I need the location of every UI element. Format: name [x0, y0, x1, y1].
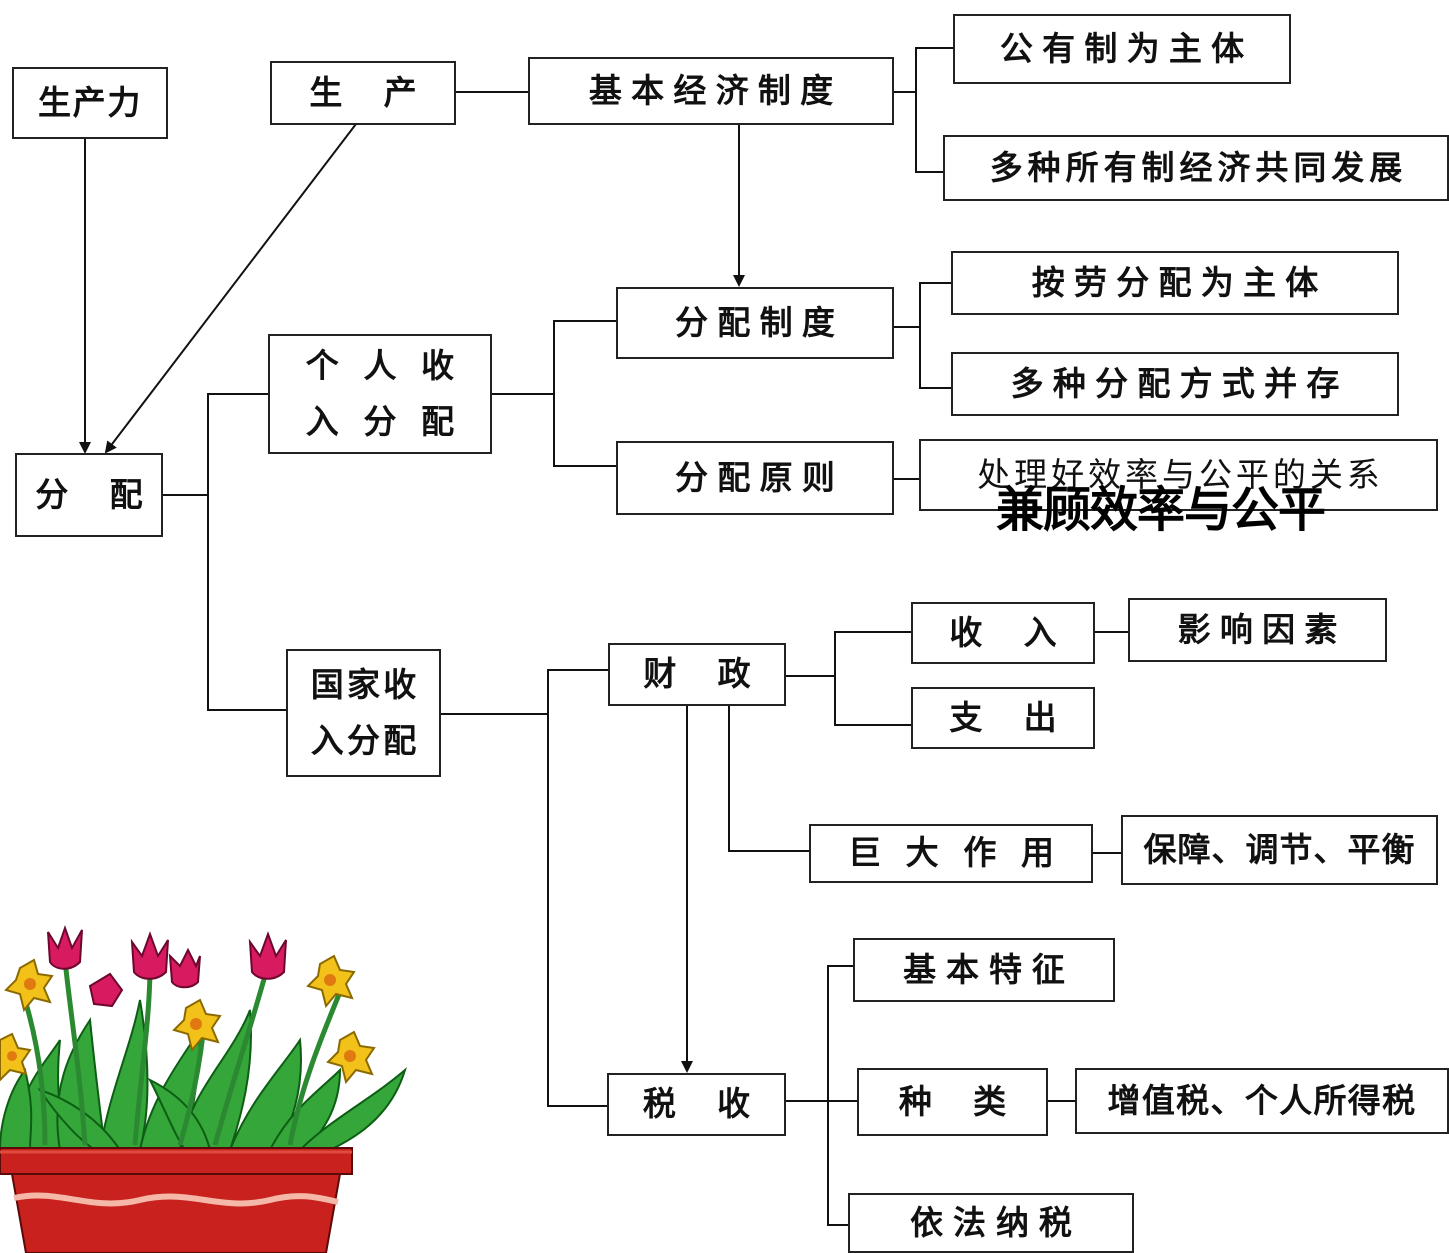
bracket-basic-system-vertical: [915, 47, 953, 173]
node-basic-features: 基本特征: [853, 938, 1115, 1002]
node-lawful-tax: 依法纳税: [848, 1193, 1134, 1253]
bracket-finance-vertical: [834, 631, 911, 726]
link-finance-great-role: [728, 705, 809, 852]
node-public-ownership-main: 公有制为主体: [953, 14, 1291, 84]
node-tax-examples: 增值税、个人所得税: [1075, 1068, 1449, 1134]
node-production: 生 产: [270, 61, 456, 125]
arrow-production-to-distribution: [104, 123, 357, 454]
node-finance: 财 政: [608, 643, 786, 706]
node-great-role: 巨 大 作 用: [809, 824, 1093, 883]
bracket-national-income-vertical: [547, 669, 608, 1107]
node-multi-ownership: 多种所有制经济共同发展: [943, 135, 1449, 201]
pot: [0, 1147, 353, 1253]
node-expenditure: 支 出: [911, 687, 1095, 749]
node-roles: 保障、调节、平衡: [1121, 815, 1438, 885]
node-personal-income: 个 人 收 入 分 配: [268, 334, 492, 454]
node-distribution-principle: 分配原则: [616, 441, 894, 515]
leaves: [0, 999, 407, 1151]
node-tax-types: 种 类: [857, 1068, 1048, 1136]
node-labor-distribution-main: 按劳分配为主体: [951, 251, 1399, 315]
bracket-distribution-vertical: [207, 393, 286, 711]
bracket-distribution-system-vertical: [919, 282, 951, 389]
node-basic-economic-system: 基本经济制度: [528, 57, 894, 125]
node-distribution: 分 配: [15, 453, 163, 537]
daffodil-centers: [7, 974, 356, 1062]
node-influencing-factors: 影响因素: [1128, 598, 1387, 662]
flower-pot-illustration: [0, 924, 407, 1253]
node-efficiency-fairness-relation: 处理好效率与公平的关系: [919, 439, 1438, 511]
node-productive-forces: 生产力: [12, 67, 168, 139]
tulip-flowers: [47, 924, 287, 1008]
node-distribution-system: 分配制度: [616, 287, 894, 359]
overlay-efficiency-fairness: 兼顾效率与公平: [996, 482, 1326, 538]
node-taxation: 税 收: [607, 1073, 786, 1136]
node-national-income: 国家收 入分配: [286, 649, 441, 777]
bracket-personal-income-vertical: [553, 320, 616, 467]
node-multi-distribution-modes: 多种分配方式并存: [951, 352, 1399, 416]
node-revenue: 收 入: [911, 602, 1095, 664]
bracket-taxation-vertical: [827, 965, 853, 1226]
